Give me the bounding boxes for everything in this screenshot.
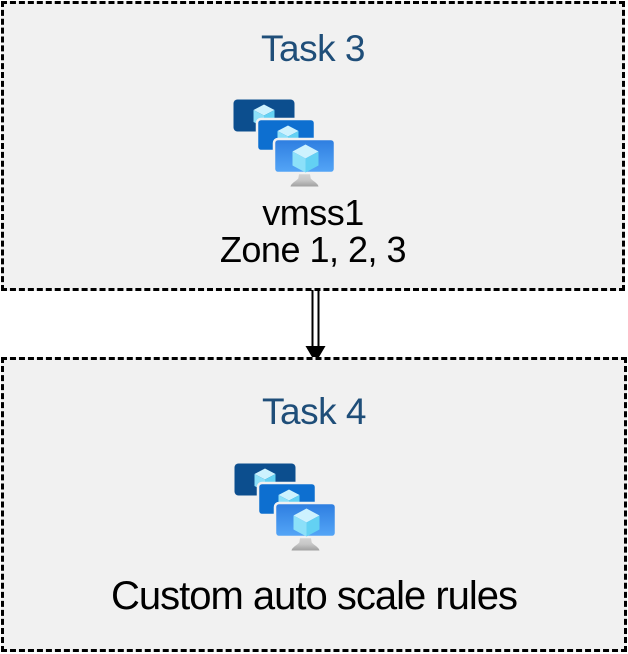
task3-title: Task 3	[261, 28, 365, 69]
task4-title: Task 4	[262, 391, 366, 432]
down-arrow-connector	[305, 290, 326, 363]
vmss-name-label: vmss1	[262, 191, 364, 233]
arrowhead-icon	[305, 346, 326, 363]
zone-label: Zone 1, 2, 3	[219, 228, 407, 270]
task4-labels: Custom auto scale rules	[110, 572, 518, 620]
vmss-icon	[234, 463, 336, 553]
task4-box: Task 4 Custom auto scale rules	[1, 357, 627, 652]
task3-labels: vmss1 Zone 1, 2, 3	[219, 191, 407, 270]
vmss-icon-graphic	[234, 463, 336, 553]
autoscale-rules-label: Custom auto scale rules	[110, 573, 518, 618]
vmss-icon	[233, 99, 335, 189]
task3-box: Task 3 vmss1 Zone 1, 2, 3	[1, 1, 625, 291]
vmss-icon-graphic	[233, 99, 335, 189]
